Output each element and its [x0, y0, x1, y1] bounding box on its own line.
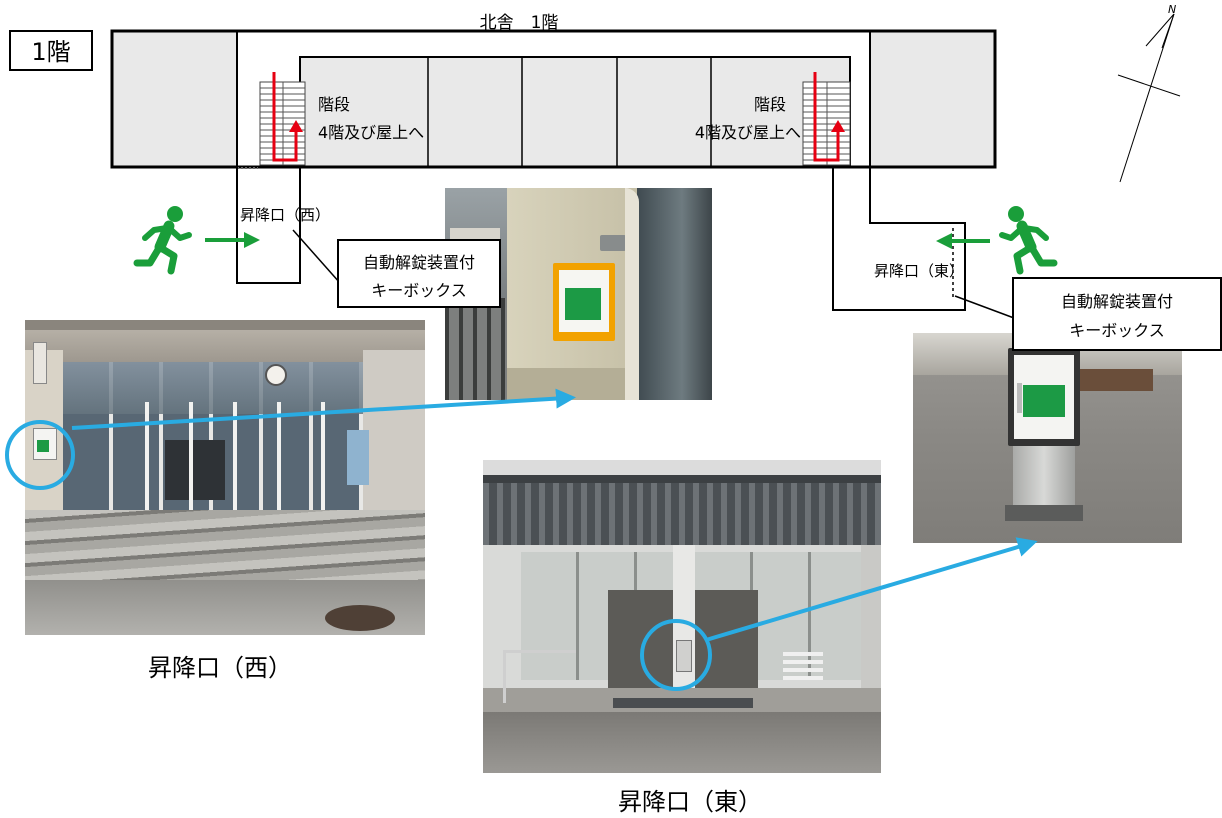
pointer-arrow-west-icon	[71, 388, 576, 430]
pavement	[483, 712, 881, 773]
callout-east-line1: 自動解錠装置付	[1061, 292, 1173, 311]
photo-west-entrance	[25, 320, 425, 635]
key-box-stand	[1013, 443, 1075, 513]
stairs-east	[802, 72, 851, 166]
plan-title: 北舎 1階	[480, 13, 559, 33]
room-dividers	[427, 57, 712, 167]
stair-route-arrow-icon	[272, 72, 303, 162]
pointer-arrow-east-icon	[705, 537, 1038, 642]
floor-badge: 1階	[9, 30, 93, 71]
stairs-west-destination: 4階及び屋上へ	[318, 123, 424, 142]
key-box-highlight-west	[5, 420, 75, 490]
stairs-west-label: 階段	[318, 95, 350, 114]
east-entrance-label: 昇降口（東）	[874, 262, 964, 280]
floor-badge-label: 1階	[31, 38, 70, 66]
stacked-chairs	[783, 650, 823, 680]
north-arrow-icon: N	[1117, 3, 1181, 183]
key-box-handle	[1017, 383, 1022, 413]
callout-west: 自動解錠装置付 キーボックス	[337, 239, 501, 308]
callout-east-leader	[954, 295, 1015, 319]
key-box-highlight-east	[640, 619, 712, 691]
building-outline	[110, 29, 997, 169]
canopy-edge	[483, 475, 881, 483]
stairs-west	[259, 72, 306, 166]
wall-device	[600, 235, 626, 251]
photo-east-entrance	[483, 460, 881, 773]
clock-icon	[265, 364, 287, 386]
glass-reflection	[637, 188, 712, 400]
callout-east-line2: キーボックス	[1069, 321, 1165, 340]
handrail	[503, 650, 576, 703]
floor-mat	[613, 698, 753, 708]
stand-base	[1005, 505, 1083, 521]
door-frame	[625, 188, 639, 400]
key-box-sign	[37, 440, 49, 452]
roofline	[25, 320, 425, 330]
right-wall	[363, 350, 425, 515]
manhole	[325, 605, 395, 631]
caption-east: 昇降口（東）	[618, 788, 762, 816]
stair-route-arrow-icon	[813, 72, 845, 162]
stairs-east-destination: 4階及び屋上へ	[695, 123, 801, 142]
callout-west-line2: キーボックス	[371, 281, 467, 300]
notice-board	[347, 430, 369, 485]
west-entrance-outline	[236, 167, 301, 284]
canopy	[483, 475, 881, 545]
stairs-east-label: 階段	[754, 95, 786, 114]
north-label: N	[1168, 3, 1176, 16]
right-wall	[861, 545, 881, 690]
key-box-pictogram	[565, 288, 601, 320]
corridor	[237, 31, 870, 167]
emergency-exit-runner-icon	[1002, 206, 1054, 271]
callout-west-line1: 自動解錠装置付	[363, 253, 475, 272]
outdoor-railing	[445, 298, 507, 400]
key-box	[676, 640, 692, 672]
emergency-exit-runner-icon	[137, 206, 189, 271]
key-box-pictogram	[1023, 385, 1065, 417]
entrance-steps	[25, 510, 425, 580]
caption-west: 昇降口（西）	[148, 654, 292, 682]
callout-west-leader	[292, 229, 341, 284]
wall-lamp	[33, 342, 47, 384]
west-entrance-label: 昇降口（西）	[240, 206, 330, 224]
callout-east: 自動解錠装置付 キーボックス	[1012, 277, 1222, 351]
east-entrance-outline	[832, 167, 966, 311]
